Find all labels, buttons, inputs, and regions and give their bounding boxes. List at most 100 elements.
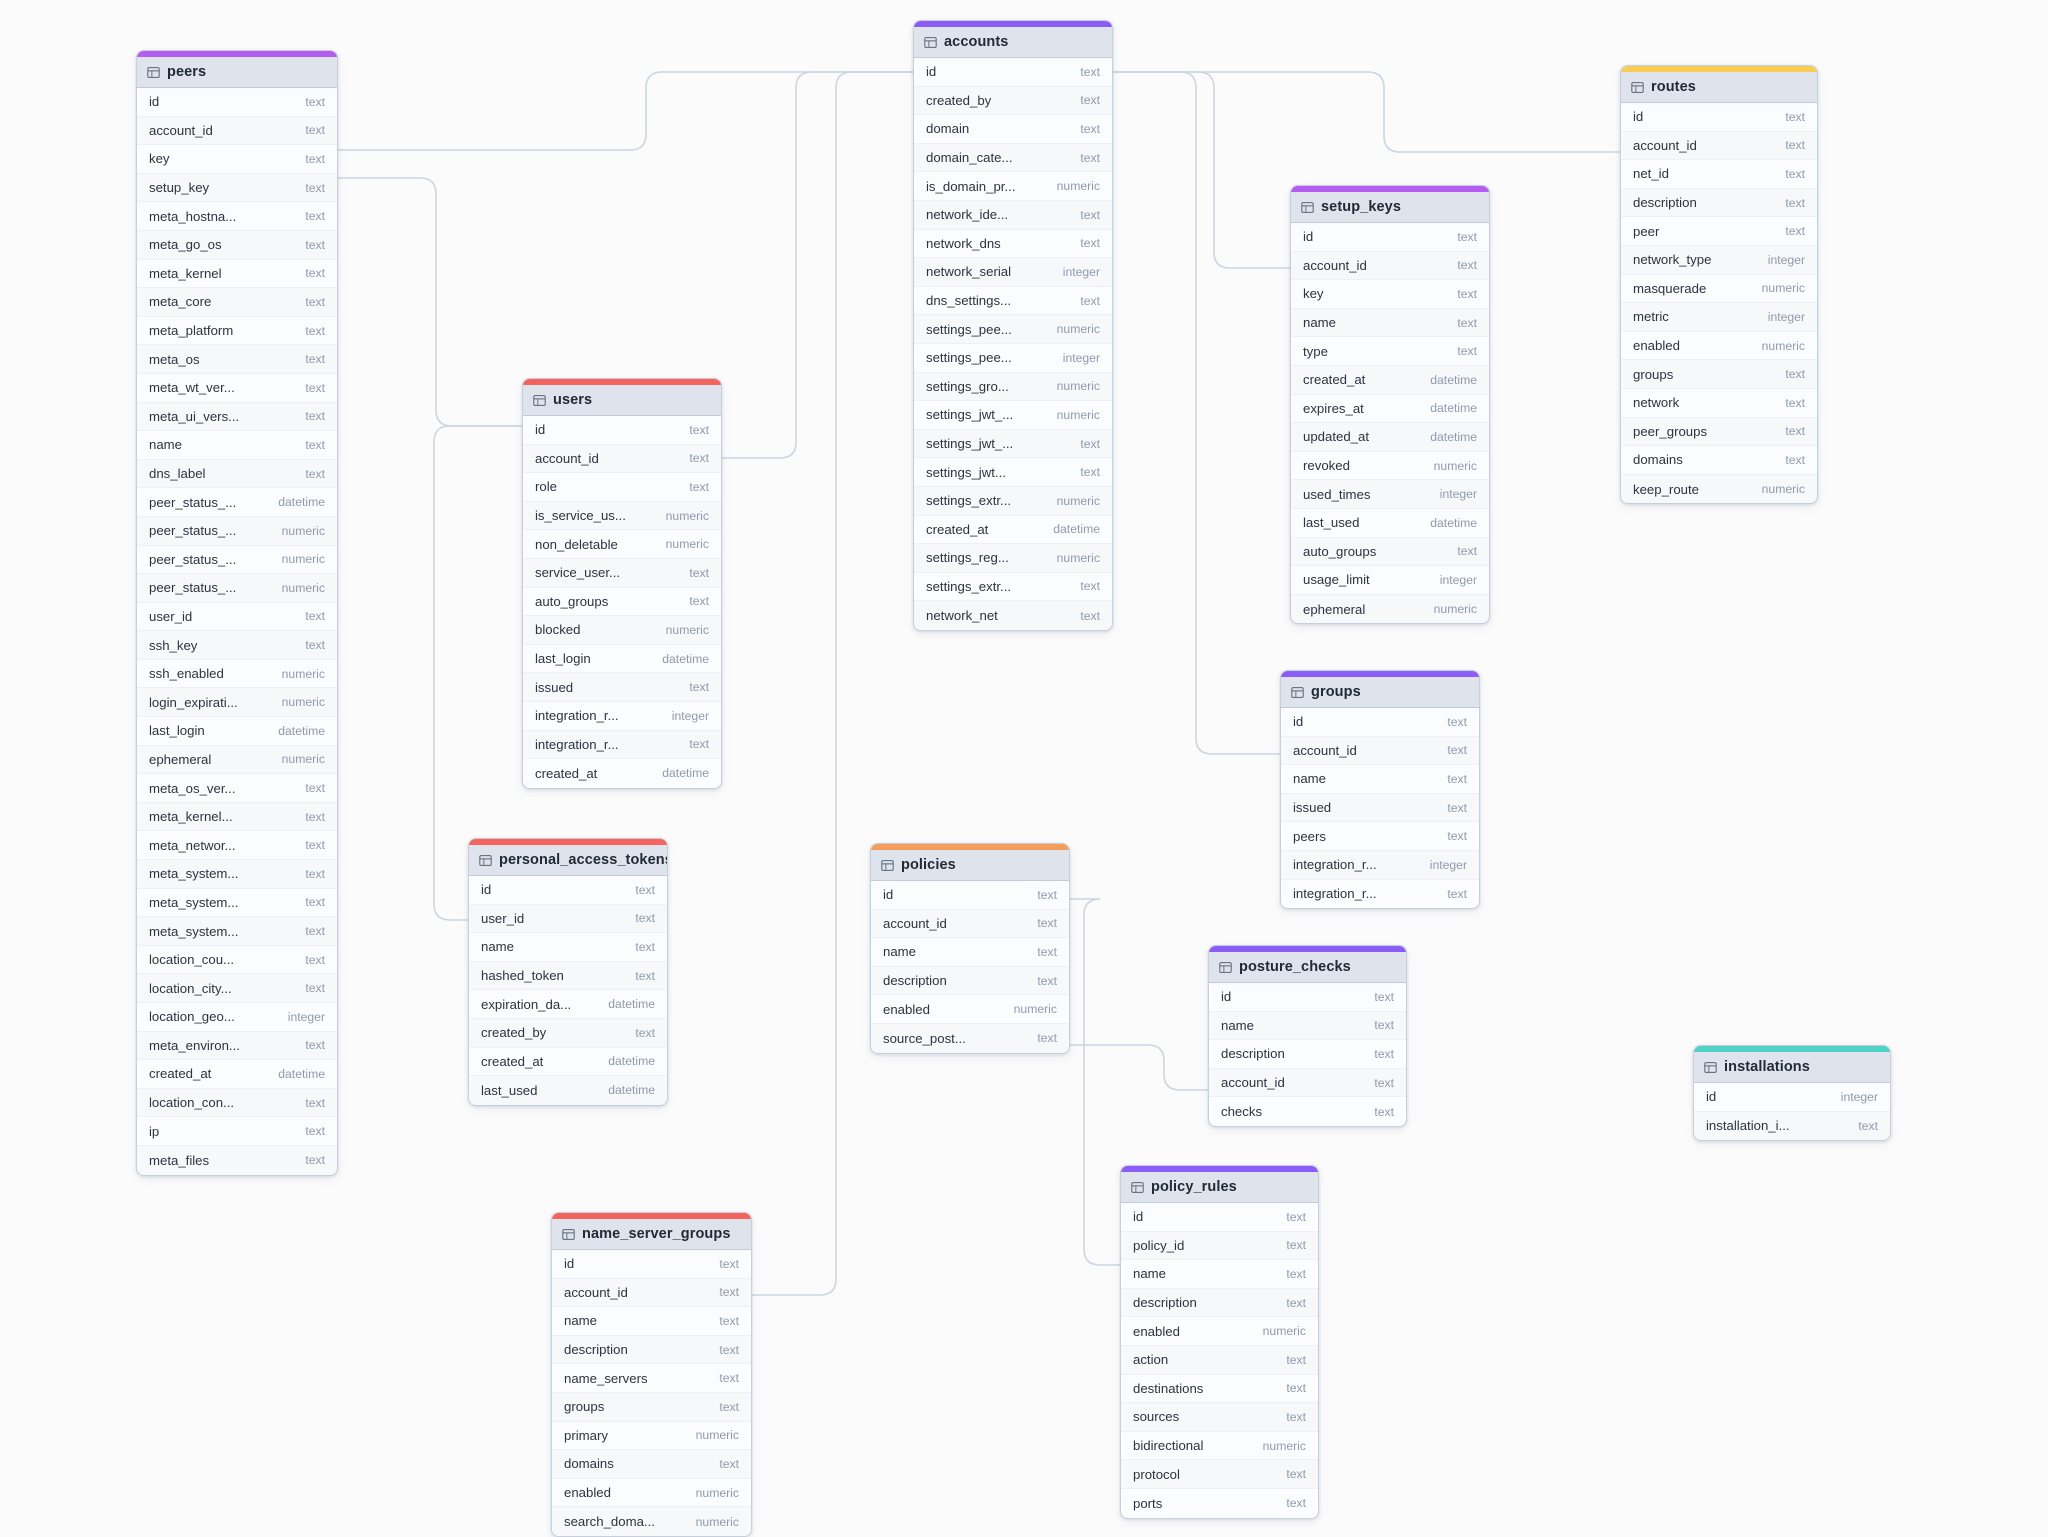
table-header-users[interactable]: users <box>523 385 721 416</box>
column-row[interactable]: source_post...text <box>871 1023 1069 1053</box>
column-row[interactable]: meta_system...text <box>137 888 337 918</box>
column-row[interactable]: location_city...text <box>137 974 337 1003</box>
column-row[interactable]: meta_kernel...text <box>137 802 337 832</box>
table-header-groups[interactable]: groups <box>1281 677 1479 708</box>
column-row[interactable]: meta_wt_ver...text <box>137 373 337 403</box>
column-row[interactable]: is_service_us...numeric <box>523 501 721 531</box>
column-row[interactable]: settings_reg...numeric <box>914 544 1112 573</box>
table-header-accounts[interactable]: accounts <box>914 27 1112 58</box>
column-row[interactable]: integration_r...integer <box>523 701 721 731</box>
column-row[interactable]: meta_system...text <box>137 860 337 889</box>
column-row[interactable]: settings_jwt_...text <box>914 429 1112 459</box>
column-row[interactable]: domain_cate...text <box>914 143 1112 173</box>
column-row[interactable]: meta_system...text <box>137 917 337 946</box>
column-row[interactable]: location_con...text <box>137 1088 337 1118</box>
table-header-routes[interactable]: routes <box>1621 72 1817 103</box>
column-row[interactable]: dns_settings...text <box>914 286 1112 316</box>
column-row[interactable]: peer_status_...numeric <box>137 545 337 575</box>
column-row[interactable]: search_doma...numeric <box>552 1507 751 1536</box>
column-row[interactable]: meta_ui_vers...text <box>137 402 337 432</box>
column-row[interactable]: network_ide...text <box>914 200 1112 230</box>
table-header-policies[interactable]: policies <box>871 850 1069 881</box>
column-row[interactable]: installation_i...text <box>1694 1111 1890 1141</box>
column-row[interactable]: integration_r...text <box>523 730 721 760</box>
column-row[interactable]: meta_environ...text <box>137 1031 337 1061</box>
table-header-setup_keys[interactable]: setup_keys <box>1291 192 1489 223</box>
column-row[interactable]: peer_status_...numeric <box>137 574 337 603</box>
column-row[interactable]: settings_gro...numeric <box>914 372 1112 402</box>
column-row[interactable]: settings_jwt_...numeric <box>914 401 1112 430</box>
column-row[interactable]: settings_extr...numeric <box>914 486 1112 516</box>
column-row[interactable]: meta_hostna...text <box>137 202 337 231</box>
